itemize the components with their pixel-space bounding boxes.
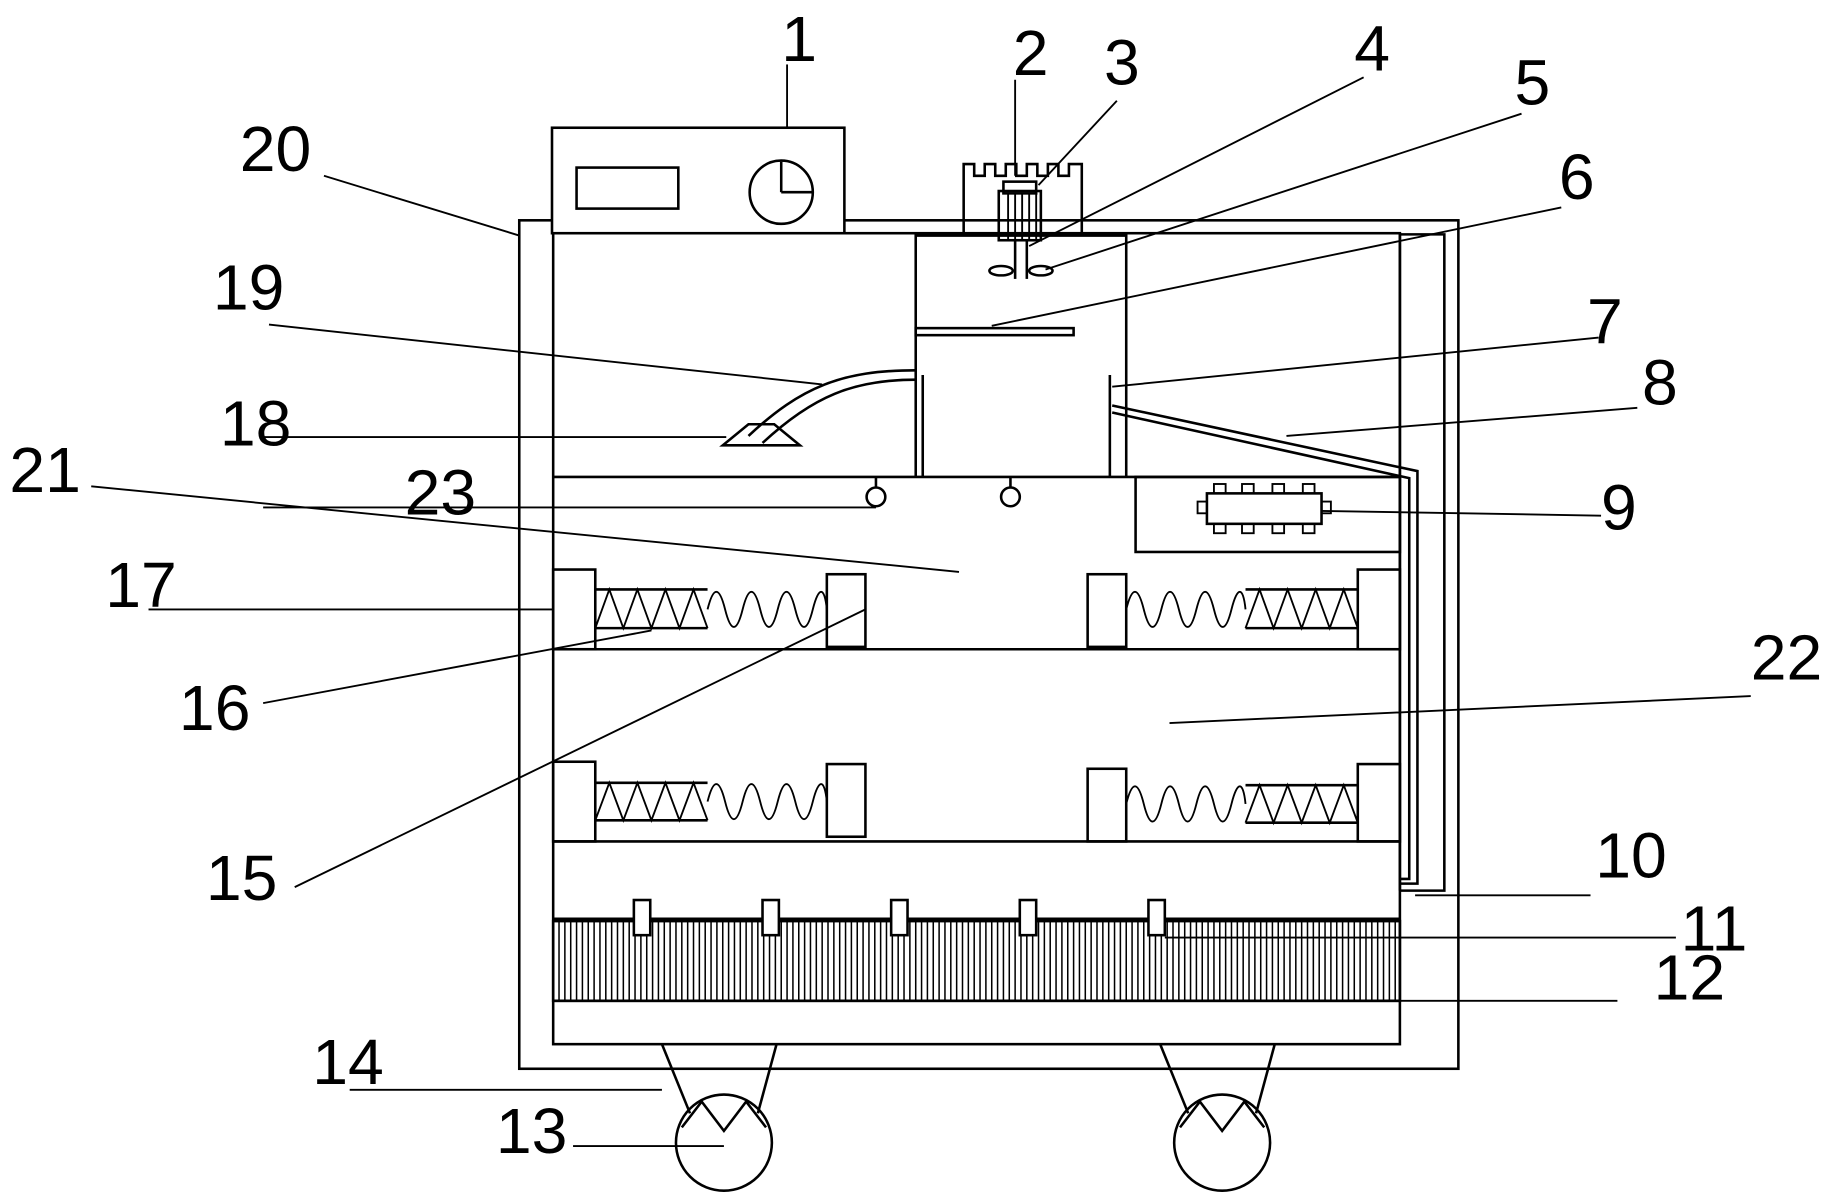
clamp-assemblies bbox=[553, 570, 1400, 842]
label-2: 2 bbox=[1013, 17, 1049, 89]
label-12: 12 bbox=[1654, 942, 1726, 1014]
label-9: 9 bbox=[1601, 472, 1637, 544]
label-18: 18 bbox=[220, 387, 292, 459]
label-1: 1 bbox=[781, 3, 817, 75]
wheels bbox=[662, 1044, 1275, 1190]
label-16: 16 bbox=[179, 672, 251, 744]
label-4: 4 bbox=[1354, 12, 1390, 84]
pump-box bbox=[1136, 477, 1400, 552]
label-6: 6 bbox=[1559, 141, 1595, 213]
spray-pipe bbox=[723, 370, 916, 445]
label-3: 3 bbox=[1104, 26, 1140, 98]
outer-housing bbox=[519, 220, 1458, 1068]
control-box bbox=[552, 128, 844, 233]
mixing-chamber bbox=[916, 236, 1127, 477]
label-5: 5 bbox=[1515, 46, 1551, 118]
label-17: 17 bbox=[105, 549, 177, 621]
label-13: 13 bbox=[496, 1095, 568, 1167]
label-15: 15 bbox=[206, 842, 278, 914]
label-7: 7 bbox=[1587, 285, 1623, 357]
label-21: 21 bbox=[9, 434, 81, 506]
label-20: 20 bbox=[240, 113, 312, 185]
label-8: 8 bbox=[1642, 346, 1678, 418]
label-22: 22 bbox=[1751, 622, 1823, 694]
label-23: 23 bbox=[405, 456, 477, 528]
side-conduit bbox=[1112, 234, 1444, 890]
label-10: 10 bbox=[1595, 820, 1667, 892]
heating-grid bbox=[553, 900, 1400, 1001]
label-19: 19 bbox=[213, 251, 285, 323]
label-14: 14 bbox=[312, 1026, 384, 1098]
motor bbox=[989, 182, 1052, 279]
